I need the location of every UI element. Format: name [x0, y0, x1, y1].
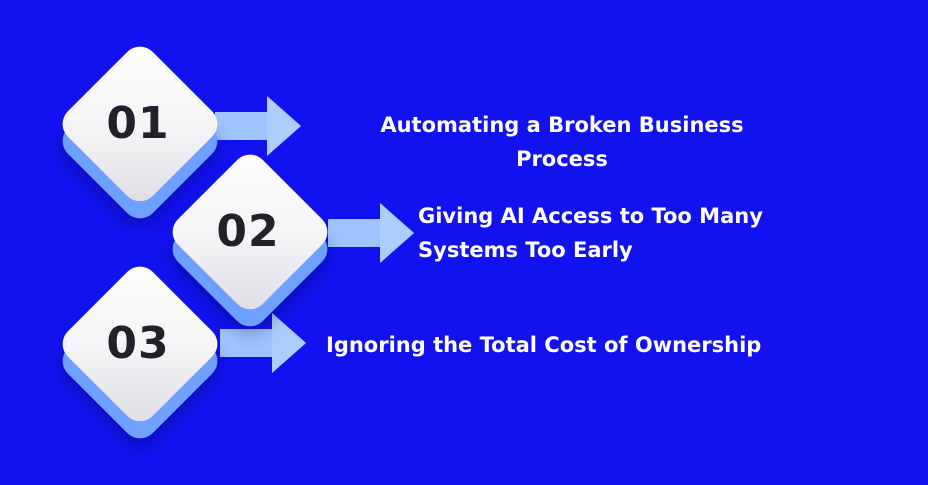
arrow-right-icon: [220, 313, 306, 373]
step-1-number: 01: [106, 98, 170, 149]
step-3-label-line: Ignoring the Total Cost of Ownership: [326, 333, 762, 357]
step-2-label-line: Systems Too Early: [418, 238, 633, 262]
step-1-label-line: Process: [516, 147, 608, 171]
step-2-number: 02: [216, 206, 280, 257]
step-2-label: Giving AI Access to Too Many Systems Too…: [418, 199, 858, 267]
step-2-label-line: Giving AI Access to Too Many: [418, 204, 763, 228]
arrow-right-icon: [328, 203, 414, 263]
step-1-label-line: Automating a Broken Business: [380, 113, 744, 137]
step-3-label: Ignoring the Total Cost of Ownership: [326, 328, 846, 362]
arrow-right-icon: [215, 96, 301, 156]
step-1-label: Automating a Broken Business Process: [362, 108, 762, 176]
step-3-number: 03: [106, 318, 170, 369]
